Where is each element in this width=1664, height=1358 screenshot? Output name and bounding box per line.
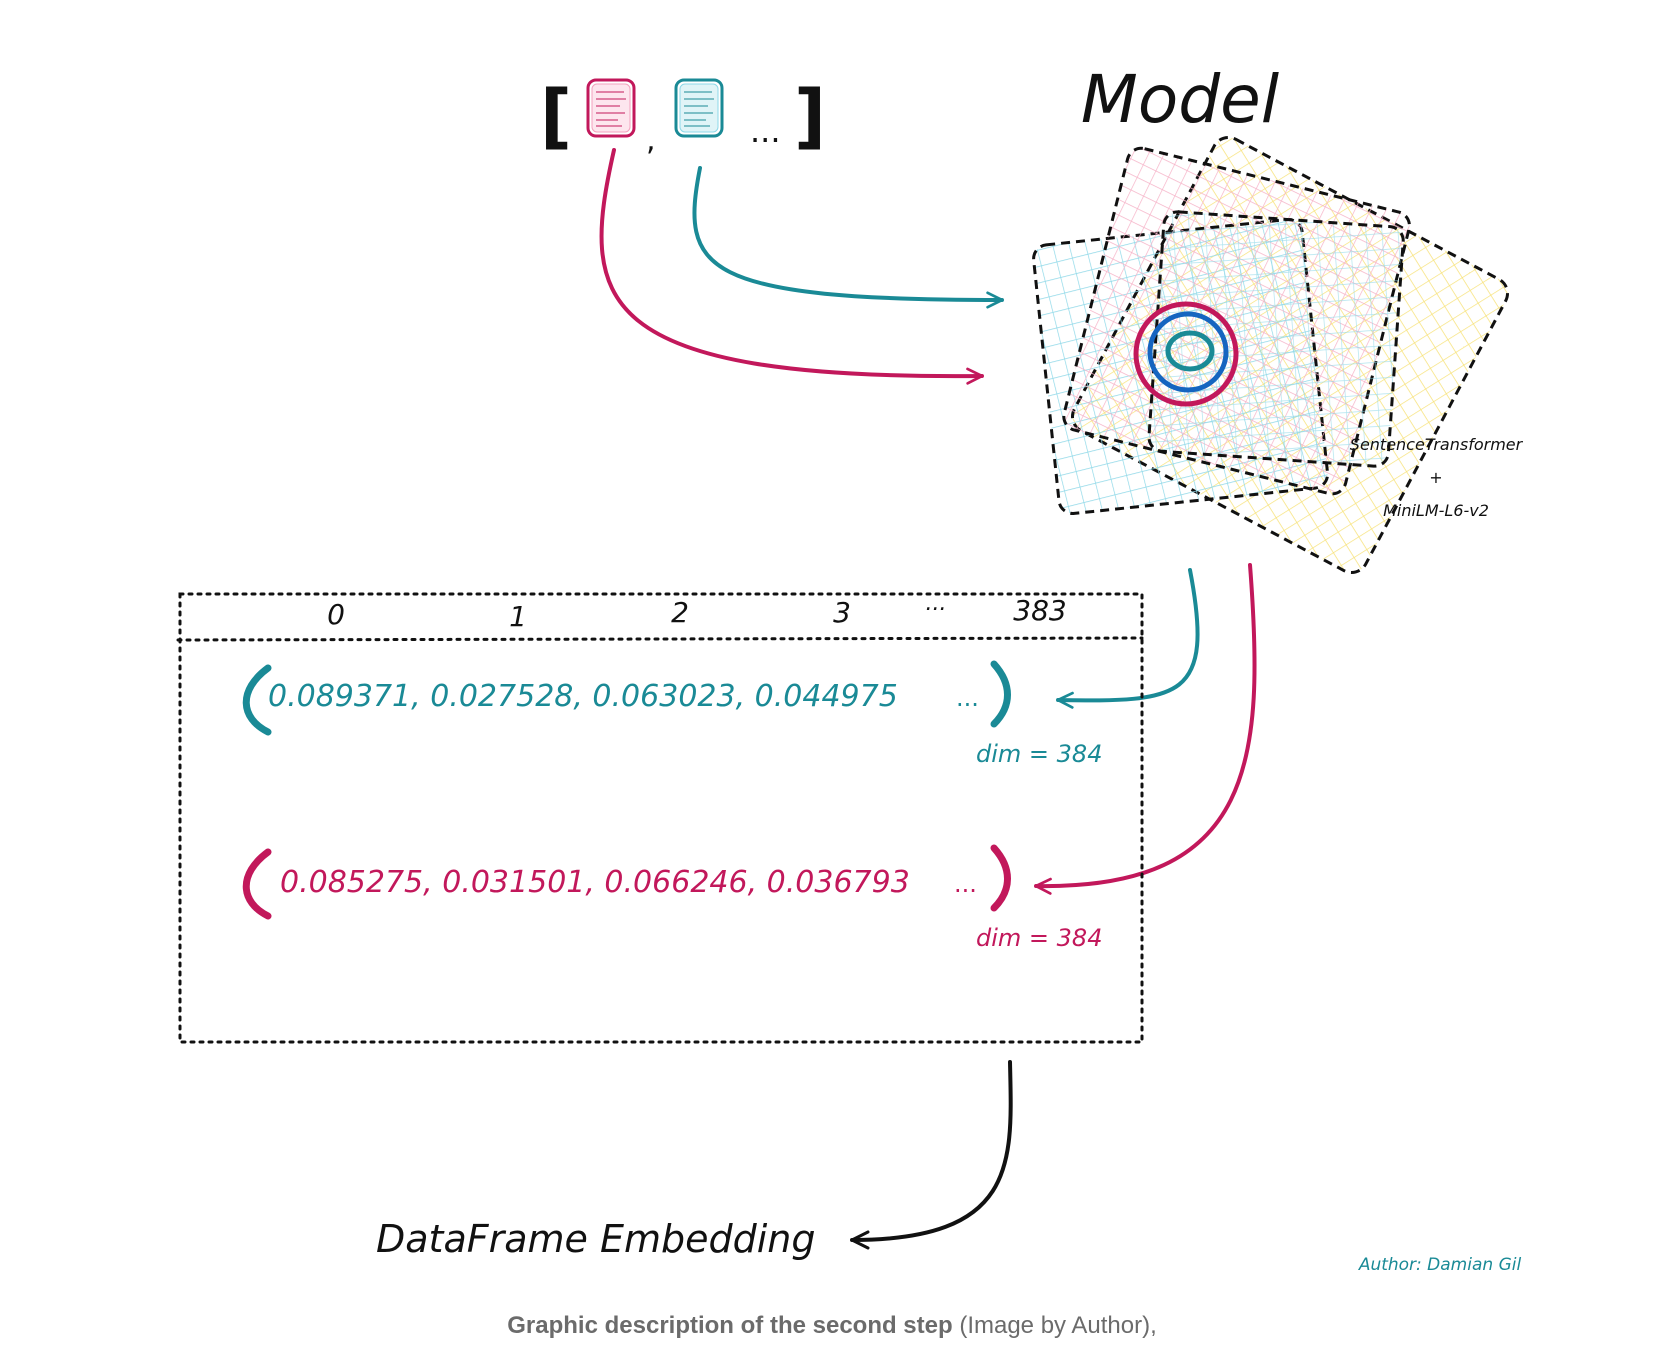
column-header: 3	[833, 596, 851, 629]
row1-paren-open	[242, 664, 272, 736]
author-credit: Author: Damian Gil	[1358, 1255, 1522, 1275]
caption-bold: Graphic description of the second step	[507, 1312, 953, 1339]
list-ellipsis: ...	[750, 112, 781, 150]
column-headers: 0 1 2 3... 383	[327, 591, 1067, 633]
model-variant-label: MiniLM-L6-v2	[1383, 501, 1489, 520]
document-text-lines	[684, 91, 714, 127]
model-square-inner	[1147, 210, 1405, 468]
model-title: Model	[1081, 61, 1280, 138]
output-label: DataFrame Embedding	[376, 1217, 816, 1261]
list-bracket-close: ]	[794, 75, 826, 157]
arrow-model-to-row2	[1034, 563, 1257, 895]
model-ring-inner	[1165, 330, 1215, 372]
dataframe-table	[176, 592, 1144, 1044]
model-plus-label: +	[1429, 468, 1442, 487]
row2-ellipsis: ...	[954, 870, 977, 898]
document-card-teal	[674, 78, 724, 138]
model-name-label: SentenceTransformer	[1350, 435, 1524, 454]
caption-rest: (Image by Author),	[952, 1312, 1157, 1339]
list-bracket-open: [	[540, 75, 572, 157]
arrow-crimson-to-model	[599, 148, 984, 385]
column-header: 383	[1013, 594, 1066, 627]
row2-values: 0.085275, 0.031501, 0.066246, 0.036793	[280, 865, 910, 900]
row1-dim-label: dim = 384	[976, 740, 1102, 768]
arrow-model-to-row1	[1056, 568, 1200, 709]
document-text-lines	[596, 91, 626, 127]
column-header: 2	[671, 596, 689, 629]
arrow-to-dataframe-embedding	[850, 1060, 1013, 1250]
column-header: ...	[926, 591, 947, 616]
input-list: [ , ... ]	[540, 75, 826, 158]
row1-values: 0.089371, 0.027528, 0.063023, 0.044975	[268, 679, 898, 714]
document-card-crimson	[586, 78, 636, 138]
list-separator: ,	[646, 123, 656, 158]
arrow-teal-to-model	[692, 166, 1004, 309]
row2-dim-label: dim = 384	[976, 924, 1102, 952]
row2-paren-close	[990, 844, 1011, 912]
embedding-row-1: 0.089371, 0.027528, 0.063023, 0.044975 .…	[242, 660, 1102, 768]
row1-paren-close	[990, 660, 1011, 728]
row1-ellipsis: ...	[956, 684, 979, 712]
model-ring-middle	[1147, 311, 1229, 393]
figure-caption: Graphic description of the second step (…	[0, 1312, 1664, 1340]
row2-paren-open	[242, 848, 272, 920]
column-header: 0	[327, 598, 345, 631]
embedding-row-2: 0.085275, 0.031501, 0.066246, 0.036793 .…	[242, 844, 1102, 952]
model-illustration	[1032, 135, 1510, 575]
model-ring-outer	[1133, 301, 1239, 407]
table-header-divider	[176, 636, 1144, 642]
diagram-canvas: [ , ... ] Model Sente	[176, 61, 1524, 1275]
table-border	[178, 592, 1144, 1044]
column-header: 1	[509, 600, 527, 633]
